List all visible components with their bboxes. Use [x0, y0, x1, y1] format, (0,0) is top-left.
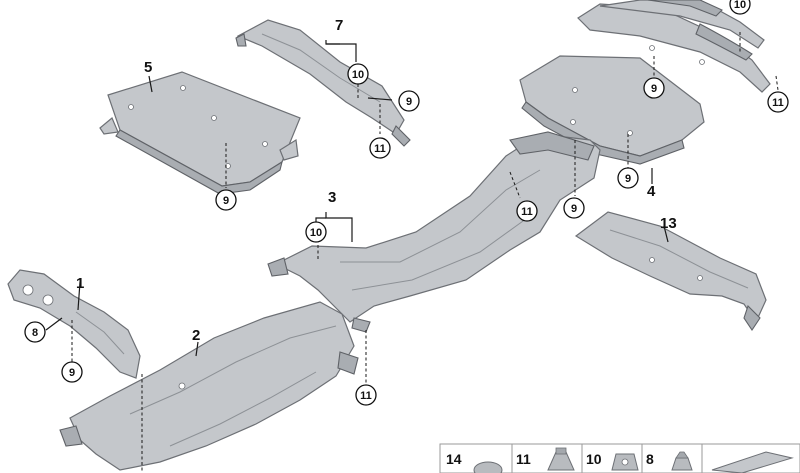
svg-text:9: 9: [651, 83, 657, 95]
circle-ref-11: 11: [516, 200, 538, 222]
fastener-legend: 14 11 10 8: [439, 443, 800, 473]
callout-3: 3: [328, 189, 336, 206]
circle-ref-9: 9: [398, 90, 420, 112]
circle-ref-11: 11: [355, 384, 377, 406]
svg-text:11: 11: [374, 143, 386, 155]
legend-hex-nut-icon: [671, 451, 693, 471]
legend-plug-icon: [473, 461, 503, 473]
svg-text:9: 9: [69, 367, 75, 379]
svg-text:9: 9: [571, 203, 577, 215]
part-5-heat-shield: [99, 71, 301, 195]
part-1-bracket: [7, 269, 141, 379]
part-2-front-shield: [59, 301, 359, 471]
svg-text:9: 9: [406, 96, 412, 108]
callout-5: 5: [144, 59, 152, 76]
part-13-heat-shield: [574, 211, 767, 331]
callout-2: 2: [192, 327, 200, 344]
part-3-tunnel-shield: [267, 131, 601, 333]
callout-1: 1: [76, 275, 84, 292]
circle-ref-9: 9: [61, 361, 83, 383]
part-top-right-shields: [577, 0, 771, 93]
legend-clip-nut-icon: [611, 453, 639, 471]
circle-ref-11: 11: [369, 137, 391, 159]
svg-text:11: 11: [772, 97, 784, 109]
svg-text:11: 11: [360, 390, 372, 402]
circled-references: 9 10 9 11 10 11 9 9: [24, 0, 789, 406]
circle-ref-9: 9: [563, 197, 585, 219]
svg-text:11: 11: [521, 206, 533, 218]
legend-nut-icon: [547, 447, 575, 471]
legend-label-8: 8: [646, 451, 654, 467]
svg-text:9: 9: [223, 195, 229, 207]
legend-label-11: 11: [516, 451, 531, 467]
circle-ref-11: 11: [767, 91, 789, 113]
circle-ref-8: 8: [24, 321, 46, 343]
svg-text:10: 10: [352, 69, 364, 81]
circle-ref-9: 9: [643, 77, 665, 99]
svg-text:9: 9: [625, 173, 631, 185]
callout-labels: 5 7 3 4 13 1 2: [76, 17, 677, 344]
svg-text:8: 8: [32, 327, 38, 339]
part-7-heat-shield: [235, 19, 411, 147]
legend-shield-piece-icon: [711, 451, 794, 473]
circle-ref-9: 9: [617, 167, 639, 189]
callout-7: 7: [335, 17, 343, 34]
legend-label-10: 10: [586, 451, 602, 467]
legend-label-14: 14: [446, 451, 462, 467]
circle-ref-10: 10: [305, 221, 327, 243]
svg-text:10: 10: [310, 227, 322, 239]
circle-ref-9: 9: [215, 189, 237, 211]
callout-4: 4: [647, 183, 656, 200]
circle-ref-10: 10: [729, 0, 751, 15]
leader-lines: [45, 32, 779, 473]
svg-text:10: 10: [734, 0, 746, 11]
circle-ref-10: 10: [347, 63, 369, 85]
callout-13: 13: [660, 215, 677, 232]
